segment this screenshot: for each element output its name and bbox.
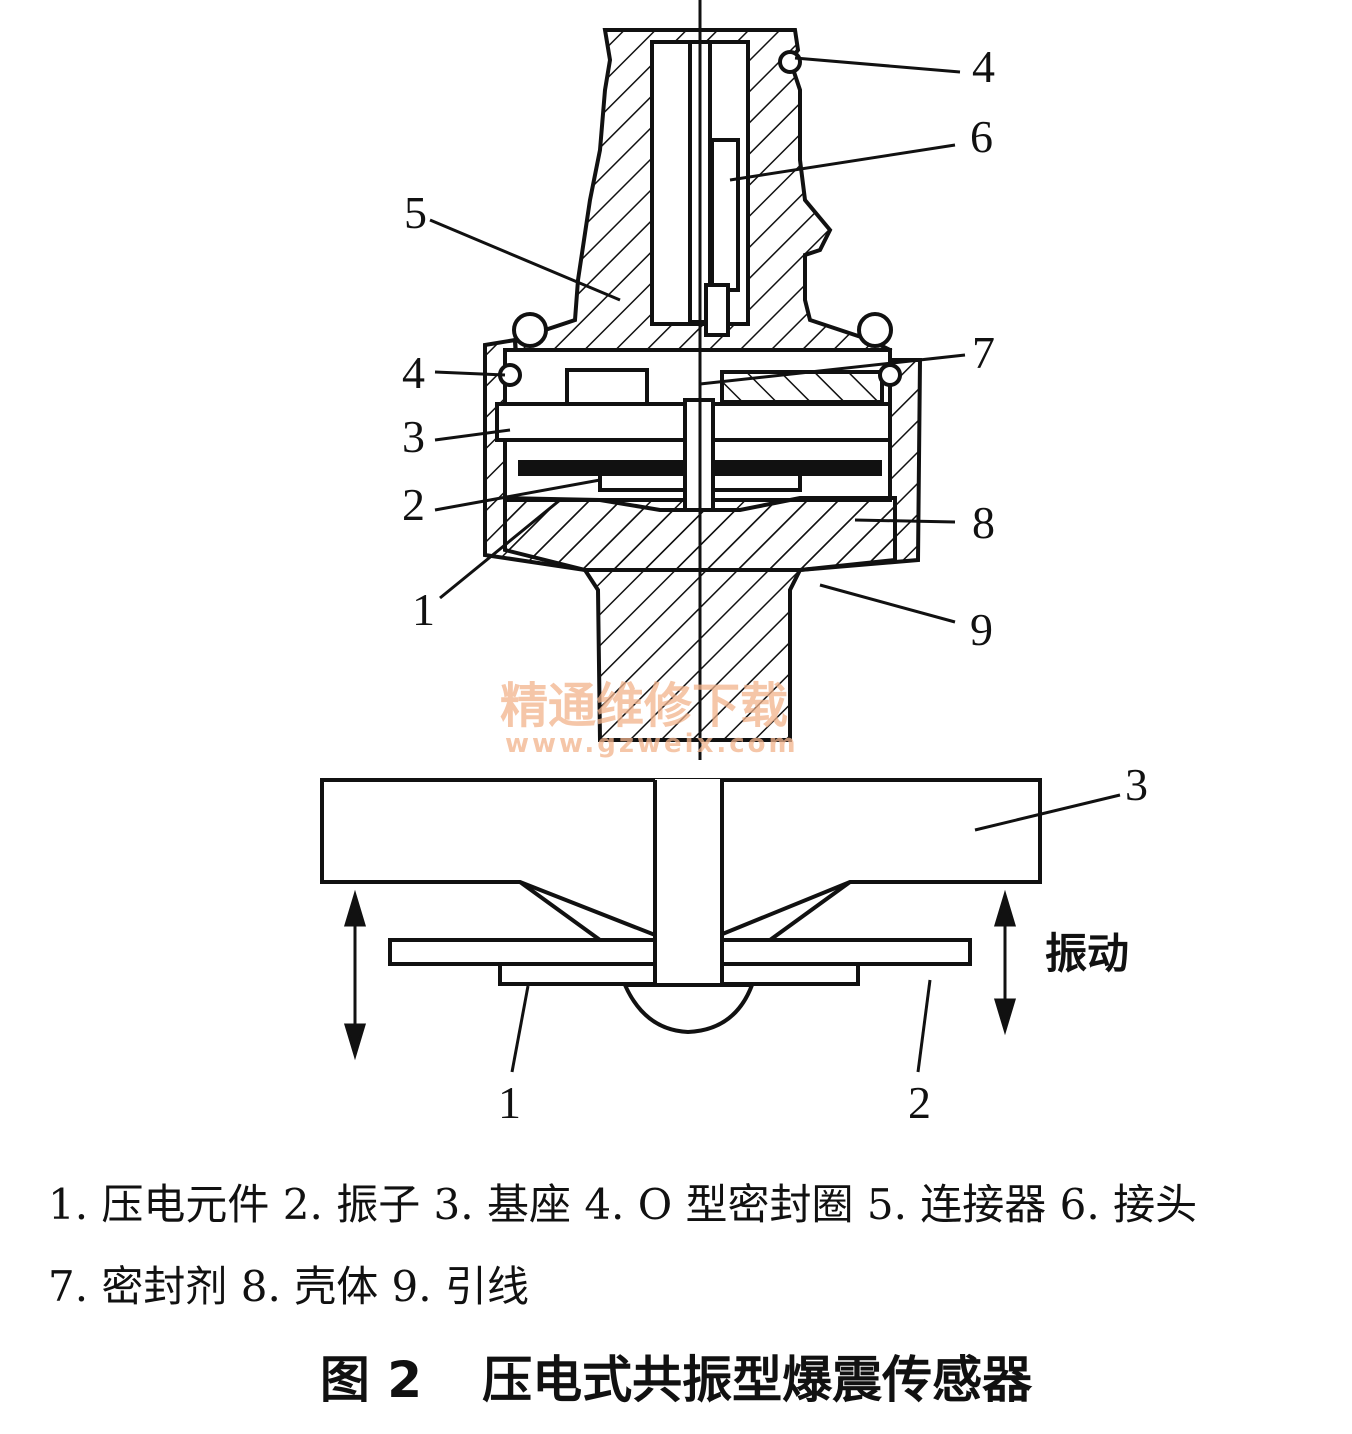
bottom-labels: 3 1 2 振动 (498, 759, 1148, 1128)
sealant (565, 368, 649, 406)
knock-sensor-diagram: 4 6 5 4 7 3 2 8 1 9 精通维修下载 www.gzweix.co… (320, 0, 1148, 1128)
terminal-tip (704, 283, 730, 337)
label-base: 3 (402, 411, 425, 462)
label-piezo: 1 (412, 584, 435, 635)
o-ring-top-right (857, 312, 893, 348)
figure-number: 图 2 (319, 1351, 423, 1409)
leader-lines (429, 56, 966, 624)
label-lead: 9 (970, 604, 993, 655)
vibration-arrows (343, 889, 1017, 1061)
label-schematic-base: 3 (1125, 759, 1148, 810)
schematic-base-cone (518, 880, 852, 942)
label-sealant: 7 (972, 327, 995, 378)
watermark: 精通维修下载 www.gzweix.com (500, 678, 799, 759)
o-ring-cap (778, 50, 802, 74)
legend-line-2: 7. 密封剂 8. 壳体 9. 引线 (48, 1262, 529, 1311)
sectional-view (429, 0, 966, 760)
sealant-right (720, 370, 884, 404)
schematic-view (320, 778, 1121, 1073)
figure-title: 压电式共振型爆震传感器 (482, 1351, 1033, 1409)
terminal-sleeve (710, 138, 740, 292)
schematic-bulb (621, 983, 755, 1035)
label-oring-top: 4 (972, 41, 995, 92)
bottom-leader-lines (510, 793, 1121, 1073)
watermark-title: 精通维修下载 (500, 678, 788, 734)
label-schematic-piezo: 1 (498, 1077, 521, 1128)
label-oscillator: 2 (402, 479, 425, 530)
o-ring-right (878, 363, 902, 387)
figure-caption: 图 2 压电式共振型爆震传感器 (0, 1340, 1352, 1412)
label-oring-left: 4 (402, 347, 425, 398)
label-housing: 8 (972, 497, 995, 548)
label-schematic-oscillator: 2 (908, 1077, 931, 1128)
o-ring-top-left (512, 312, 548, 348)
legend-line-1: 1. 压电元件 2. 振子 3. 基座 4. O 型密封圈 5. 连接器 6. … (48, 1180, 1198, 1229)
top-labels: 4 6 5 4 7 3 2 8 1 9 (402, 41, 995, 655)
label-connector: 5 (404, 187, 427, 238)
label-vibration: 振动 (1045, 929, 1129, 978)
watermark-url: www.gzweix.com (505, 729, 799, 759)
label-terminal: 6 (970, 111, 993, 162)
